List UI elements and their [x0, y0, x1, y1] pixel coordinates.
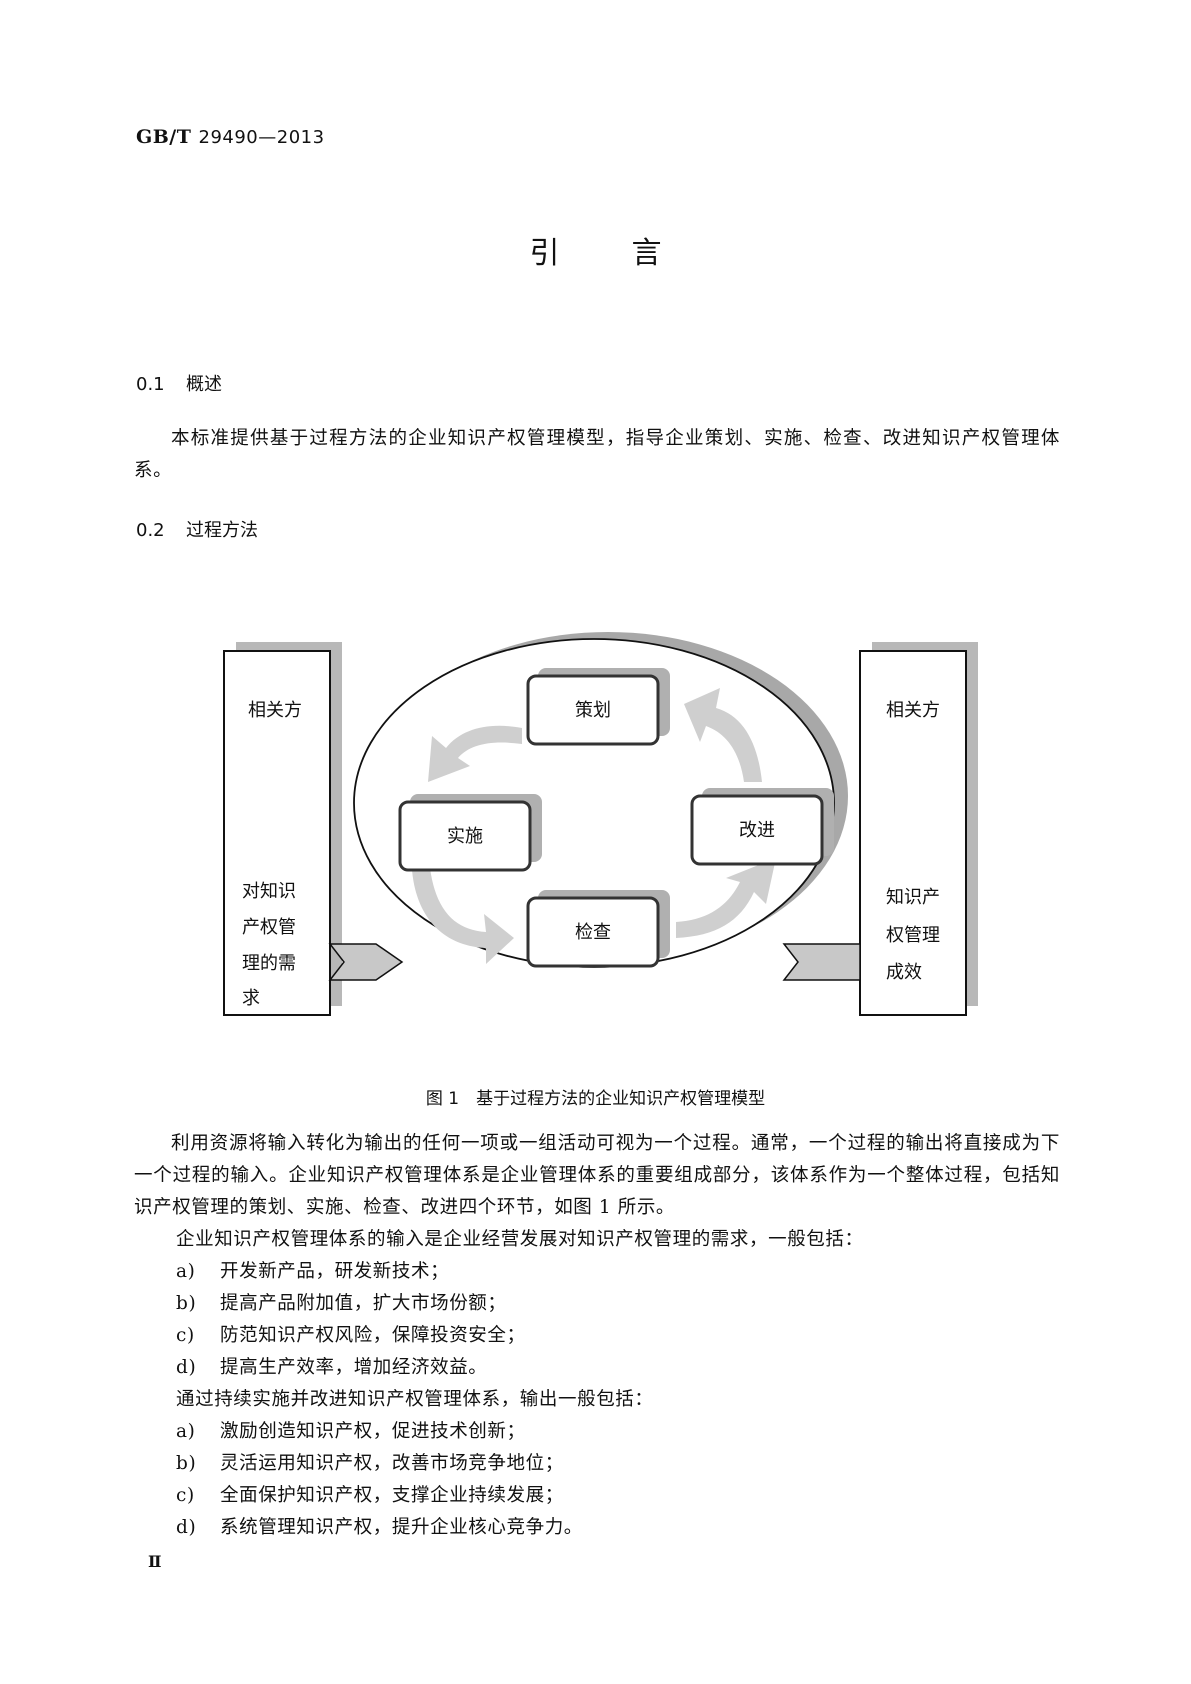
standard-header: GB/T 29490—2013 — [136, 126, 325, 148]
list-marker: a) — [176, 1261, 196, 1282]
left-box-line-2: 产权管 — [242, 917, 296, 938]
cycle-ellipse — [353, 638, 835, 968]
standard-number: 29490—2013 — [198, 127, 325, 148]
list-text: 灵活运用知识产权，改善市场竞争地位； — [220, 1453, 564, 1474]
act-box-shadow — [702, 788, 834, 856]
right-box-title: 相关方 — [886, 700, 940, 721]
right-box-line-3: 成效 — [886, 962, 922, 983]
check-label: 检查 — [575, 922, 611, 943]
section-number: 0.2 — [136, 520, 165, 541]
right-box — [859, 650, 967, 1016]
do-box-shadow — [410, 794, 542, 862]
list-text: 防范知识产权风险，保障投资安全； — [220, 1325, 526, 1346]
cycle-ellipse-shadow — [368, 632, 848, 960]
list-item: a) 激励创造知识产权，促进技术创新； — [176, 1416, 526, 1448]
list-text: 提高产品附加值，扩大市场份额； — [220, 1293, 507, 1314]
section-heading-overview: 0.1 概述 — [136, 370, 222, 396]
standard-code: GB/T — [136, 126, 192, 148]
arrow-do-to-check — [412, 868, 514, 964]
list-marker: c) — [176, 1325, 195, 1346]
body-paragraph-3: 通过持续实施并改进知识产权管理体系，输出一般包括： — [176, 1389, 654, 1410]
left-box — [223, 650, 331, 1016]
list-marker: b) — [176, 1453, 197, 1474]
arrow-check-to-act — [676, 858, 776, 938]
check-box — [526, 896, 660, 968]
list-text: 全面保护知识产权，支撑企业持续发展； — [220, 1485, 564, 1506]
plan-box — [526, 674, 660, 746]
act-box — [690, 794, 824, 866]
list-marker: c) — [176, 1485, 195, 1506]
list-item: d) 系统管理知识产权，提升企业核心竞争力。 — [176, 1512, 583, 1544]
body-paragraph-2: 企业知识产权管理体系的输入是企业经营发展对知识产权管理的需求，一般包括： — [176, 1229, 864, 1250]
figure-caption: 图 1 基于过程方法的企业知识产权管理模型 — [425, 1089, 766, 1109]
plan-label: 策划 — [575, 700, 611, 721]
overview-paragraph: 本标准提供基于过程方法的企业知识产权管理模型，指导企业策划、实施、检查、改进知识… — [134, 428, 1060, 481]
right-box-line-1: 知识产 — [886, 887, 940, 908]
right-box-shadow — [872, 642, 978, 1006]
list-text: 开发新产品，研发新技术； — [220, 1261, 450, 1282]
arrow-act-to-plan — [684, 688, 762, 782]
section-title: 概述 — [186, 374, 222, 395]
left-box-line-3: 理的需 — [242, 953, 296, 974]
section-title: 过程方法 — [186, 520, 258, 541]
list-text: 提高生产效率，增加经济效益。 — [220, 1357, 488, 1378]
right-box-line-2: 权管理 — [886, 925, 940, 946]
input-chevron — [328, 943, 404, 981]
list-item: a) 开发新产品，研发新技术； — [176, 1256, 449, 1288]
list-text: 激励创造知识产权，促进技术创新； — [220, 1421, 526, 1442]
do-box — [398, 800, 532, 872]
body-paragraph-1: 利用资源将输入转化为输出的任何一项或一组活动可视为一个过程。通常，一个过程的输出… — [134, 1133, 1060, 1218]
arrow-plan-to-do — [428, 725, 522, 782]
left-box-title: 相关方 — [248, 700, 302, 721]
page-title: 引言 — [529, 236, 734, 271]
act-label: 改进 — [739, 820, 775, 841]
list-marker: a) — [176, 1421, 196, 1442]
output-chevron — [782, 943, 861, 981]
list-marker: d) — [176, 1357, 197, 1378]
plan-box-shadow — [538, 668, 670, 736]
left-box-shadow — [236, 642, 342, 1006]
check-box-shadow — [538, 890, 670, 958]
list-marker: b) — [176, 1293, 197, 1314]
list-text: 系统管理知识产权，提升企业核心竞争力。 — [220, 1517, 583, 1538]
section-number: 0.1 — [136, 374, 165, 395]
page-number: Ⅱ — [148, 1552, 162, 1571]
list-item: b) 提高产品附加值，扩大市场份额； — [176, 1288, 507, 1320]
section-heading-process: 0.2 过程方法 — [136, 516, 258, 542]
do-label: 实施 — [447, 826, 483, 847]
list-item: b) 灵活运用知识产权，改善市场竞争地位； — [176, 1448, 564, 1480]
list-item: c) 防范知识产权风险，保障投资安全； — [176, 1320, 526, 1352]
left-box-line-4: 求 — [242, 988, 260, 1009]
list-marker: d) — [176, 1517, 197, 1538]
left-box-line-1: 对知识 — [242, 881, 296, 902]
list-item: d) 提高生产效率，增加经济效益。 — [176, 1352, 487, 1384]
list-item: c) 全面保护知识产权，支撑企业持续发展； — [176, 1480, 564, 1512]
